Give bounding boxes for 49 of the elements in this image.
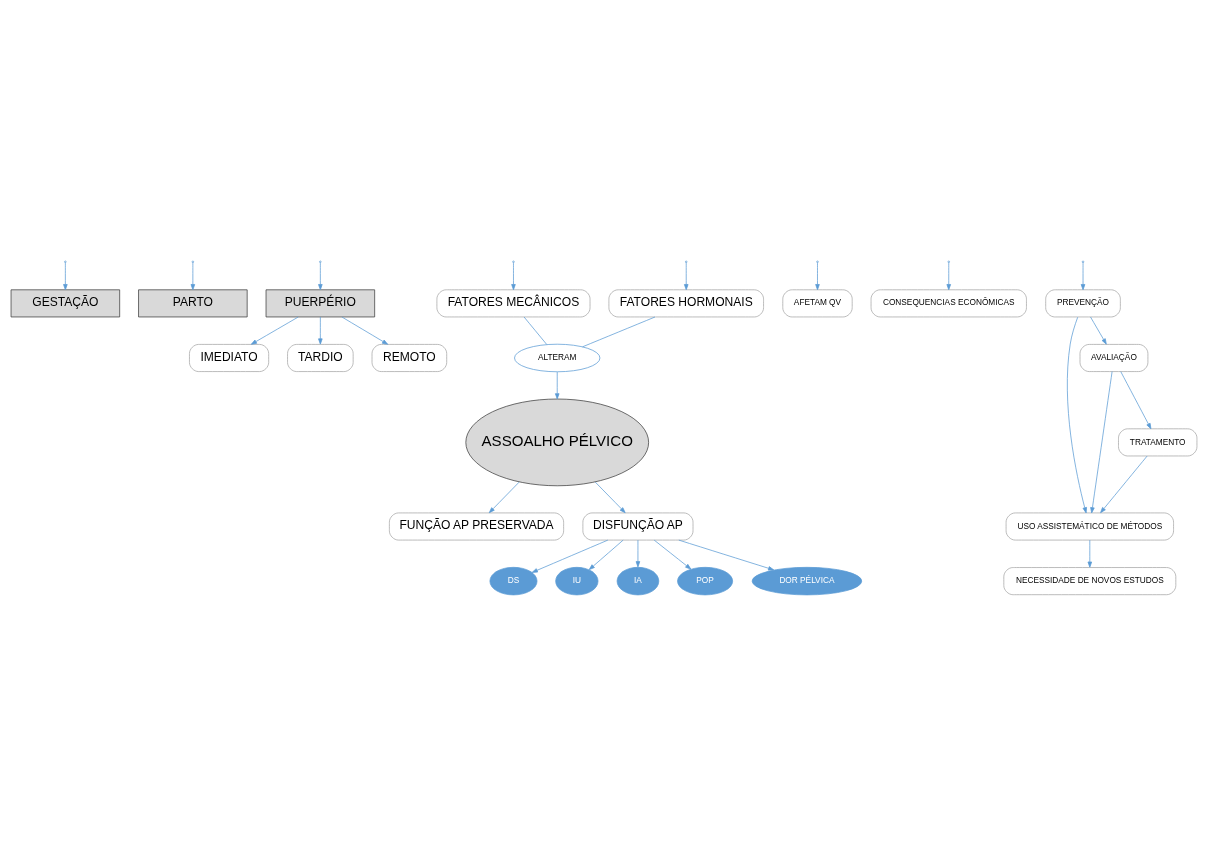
arrow [1090,370,1113,513]
arrow [190,261,196,290]
connector [523,316,548,345]
arrow [946,261,951,290]
node-box: PREVENÇÃO [1045,288,1121,317]
node-box: AFETAM QV [782,288,853,317]
arrow [588,539,624,570]
node-box: AVALIAÇÃO [1079,343,1149,372]
arrow [318,316,323,344]
node-box: PARTO [138,288,248,317]
node-box: FUNÇÃO AP PRESERVADA [389,512,564,540]
arrow [653,539,692,569]
arrow [250,316,299,345]
node-ellipse: IU [555,566,599,595]
node-box: REMOTO [371,343,448,372]
node-box: FATORES MECÂNICOS [436,288,591,317]
node-box: DISFUNÇÃO AP [582,512,694,540]
node-box: USO ASSISTEMÁTICO DE MÉTODOS [1005,512,1174,540]
node-ellipse: ALTERAM [514,343,601,372]
node-box: IMEDIATO [189,343,270,372]
arrow [678,539,775,570]
arrow [1120,370,1152,429]
connector [582,316,656,347]
arrow [635,539,641,567]
node-box: FATORES HORMONAIS [608,288,764,317]
arrow [488,481,520,513]
arrow [531,539,609,573]
arrow [594,481,626,513]
arrow [511,261,516,290]
node-box: CONSEQUENCIAS ECONÔMICAS [870,288,1027,317]
arrow [555,371,560,399]
node-ellipse: POP [677,566,734,595]
arrow [1066,316,1087,513]
node-box: PUERPÉRIO [265,288,376,317]
arrow [63,261,68,290]
node-box: NECESSIDADE DE NOVOS ESTUDOS [1003,566,1177,595]
arrow [1100,455,1148,513]
node-ellipse: ASSOALHO PÉLVICO [465,398,649,486]
node-box: GESTAÇÃO [10,288,121,317]
arrow [318,261,323,290]
node-box: TARDIO [287,343,354,372]
arrow [1090,316,1107,344]
arrow [1087,539,1093,568]
arrow [684,261,689,290]
node-box: TRATAMENTO [1118,427,1198,456]
arrow [815,261,820,290]
node-ellipse: IA [616,566,660,595]
arrow [341,316,389,345]
arrow [1080,261,1086,290]
